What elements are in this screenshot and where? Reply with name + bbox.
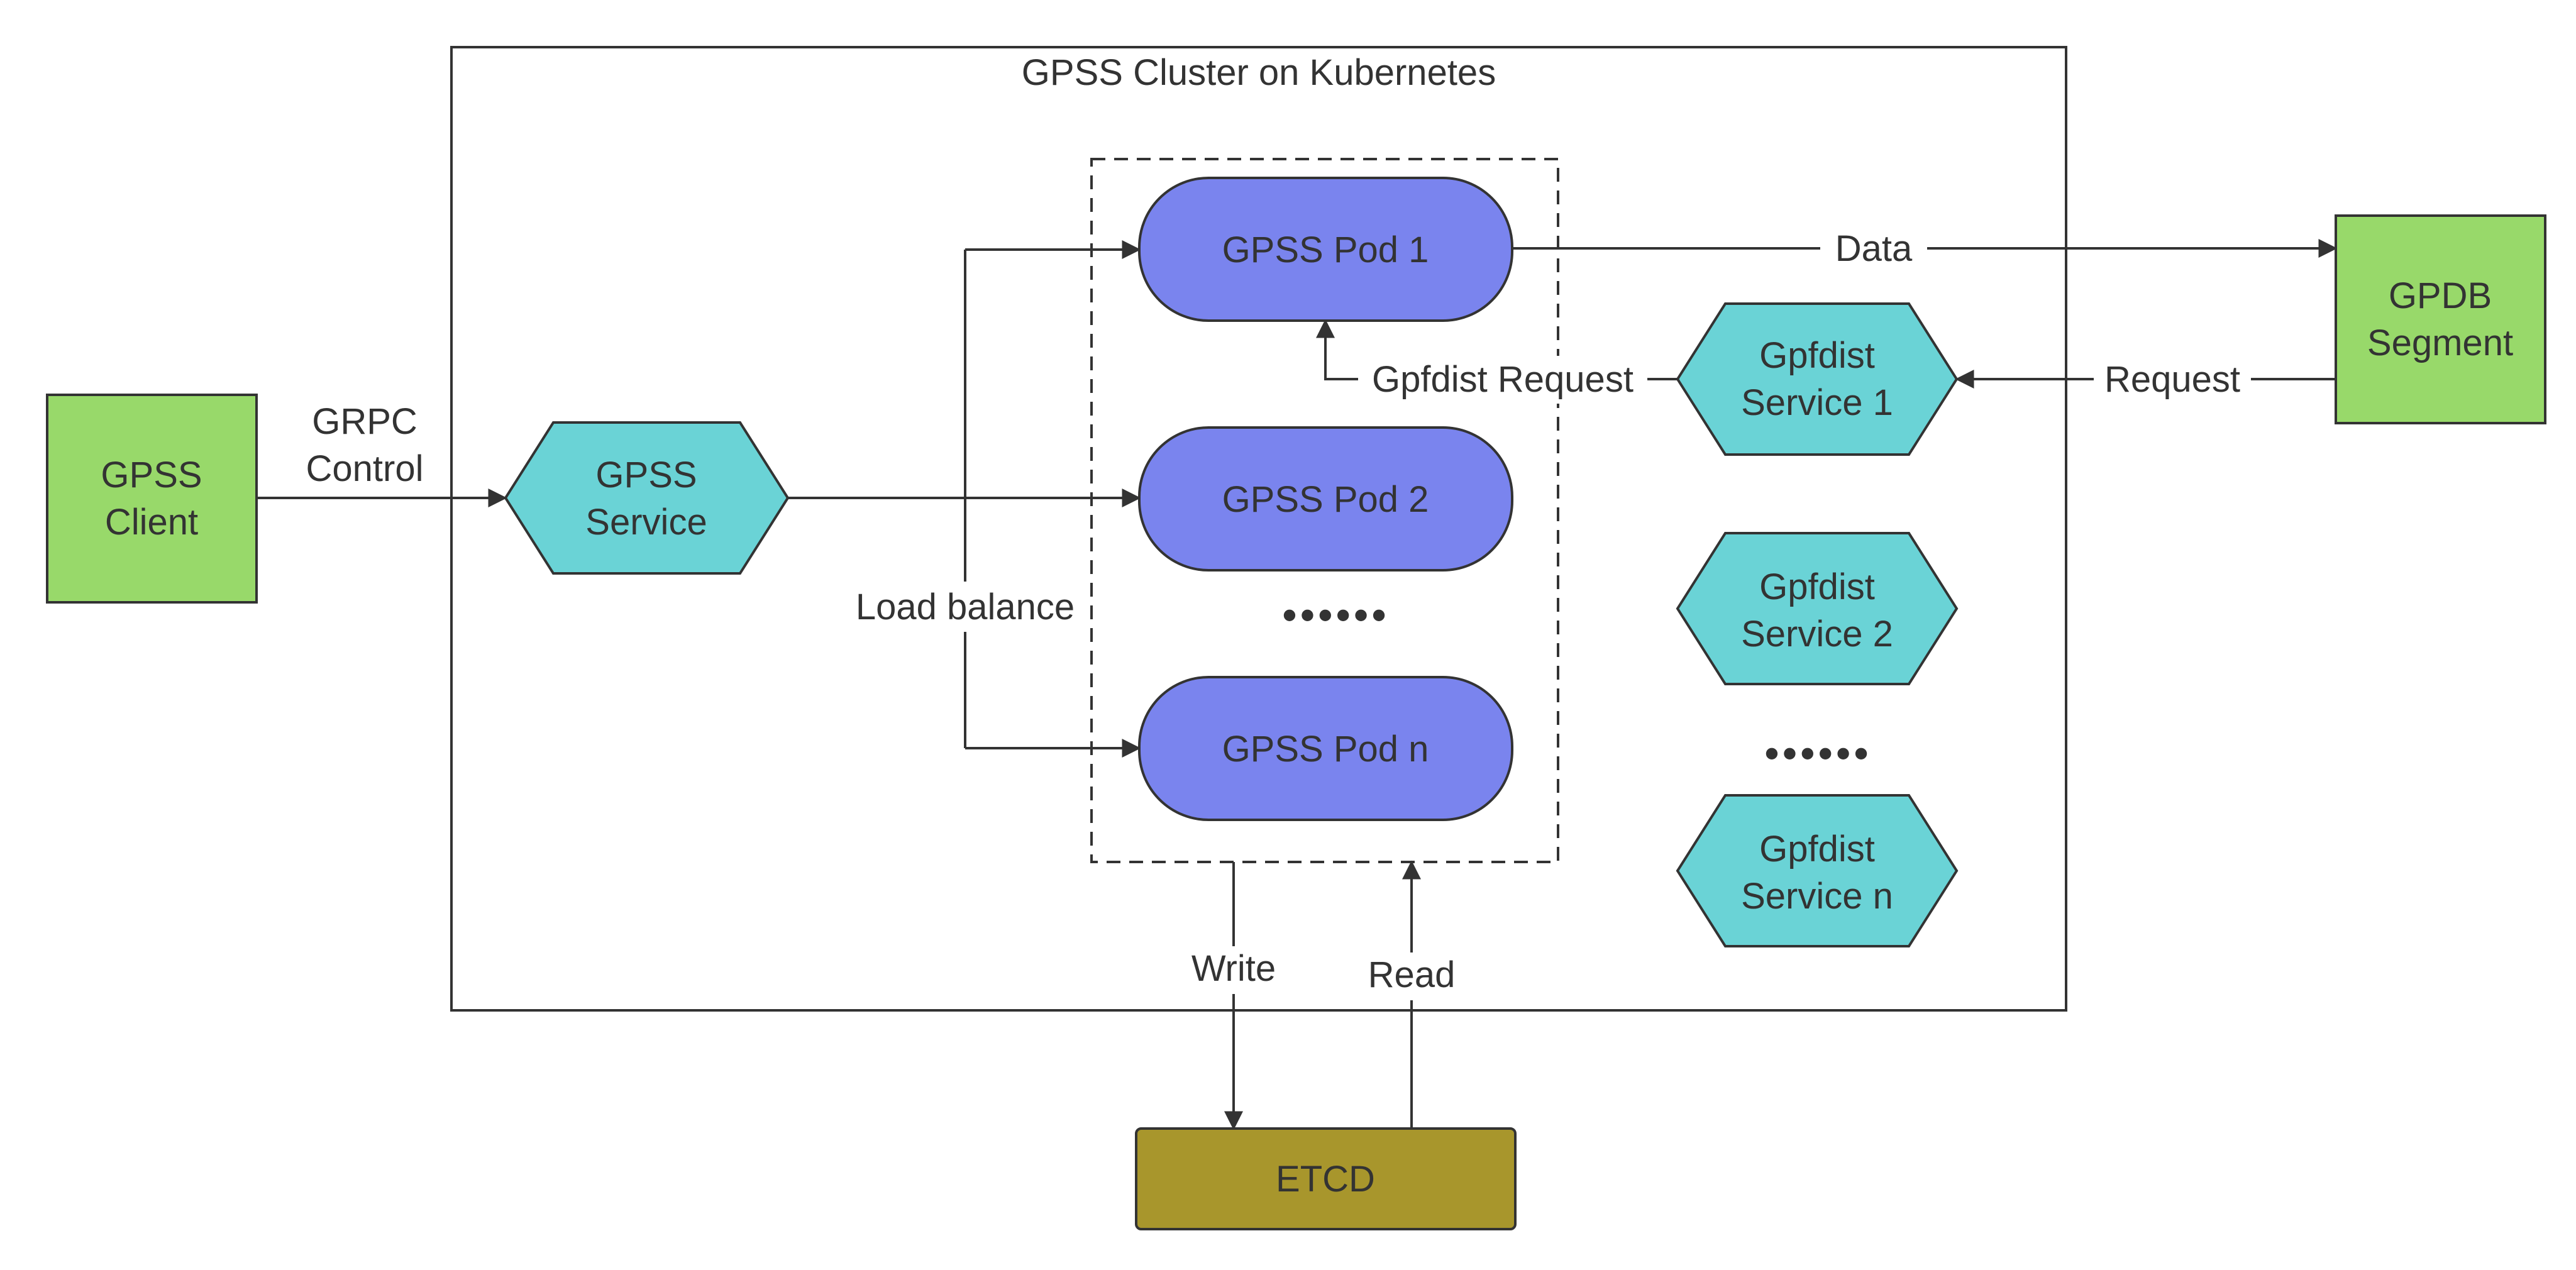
node-gpss-service: GPSS Service	[504, 421, 790, 575]
node-gpfdist-service-1: Gpfdist Service 1	[1676, 302, 1959, 456]
edge-label-bg-data	[1820, 225, 1927, 273]
node-gpfdist-service-2-line2: Service 2	[1741, 614, 1893, 654]
node-gpdb-segment: GPDB Segment	[2335, 214, 2546, 424]
node-gpss-client: GPSS Client	[46, 394, 258, 604]
node-gpdb-segment-line2: Segment	[2367, 323, 2513, 363]
node-gpfdist-service-1-line2: Service 1	[1741, 382, 1893, 423]
node-gpss-pod-n: GPSS Pod n	[1138, 676, 1513, 821]
edge-label-load-balance: Load balance	[856, 587, 1075, 627]
node-gpdb-segment-line1: GPDB	[2389, 275, 2492, 316]
node-gpfdist-service-2: Gpfdist Service 2	[1676, 532, 1959, 685]
node-gpfdist-service-n: Gpfdist Service n	[1676, 794, 1959, 947]
edge-label-bg-request	[2094, 356, 2251, 404]
cluster-title: GPSS Cluster on Kubernetes	[1022, 52, 1496, 93]
pods-ellipsis: ••••••	[1283, 592, 1390, 638]
pod-group-boundary	[1090, 158, 1559, 863]
cluster-boundary	[450, 46, 2067, 1012]
edge-label-bg-write	[1176, 946, 1291, 994]
node-etcd-label: ETCD	[1276, 1159, 1375, 1200]
node-gpss-pod-2-label: GPSS Pod 2	[1222, 479, 1429, 520]
node-gpss-client-line1: GPSS	[101, 455, 202, 495]
edge-label-bg-gpfdist-request	[1358, 356, 1647, 404]
node-gpss-pod-2: GPSS Pod 2	[1138, 426, 1513, 572]
edge-label-grpc-line1: GRPC	[312, 401, 417, 442]
node-gpfdist-service-n-line1: Gpfdist	[1759, 829, 1875, 870]
node-gpss-pod-1-label: GPSS Pod 1	[1222, 229, 1429, 270]
edge-label-data: Data	[1835, 228, 1913, 269]
node-gpss-client-line2: Client	[105, 502, 198, 543]
gpfdist-ellipsis: ••••••	[1765, 731, 1872, 776]
node-gpfdist-service-1-line1: Gpfdist	[1759, 335, 1875, 376]
edge-label-request: Request	[2104, 359, 2240, 400]
edge-label-bg-load-balance	[843, 582, 1088, 632]
node-gpss-service-line1: GPSS	[595, 455, 697, 495]
node-gpss-pod-n-label: GPSS Pod n	[1222, 729, 1429, 770]
node-gpss-service-line2: Service	[585, 502, 707, 543]
edge-label-write: Write	[1191, 948, 1276, 989]
node-gpfdist-service-2-line1: Gpfdist	[1759, 566, 1875, 607]
node-etcd: ETCD	[1135, 1127, 1517, 1230]
edge-label-grpc-line2: Control	[306, 448, 424, 489]
edge-label-bg-read	[1355, 952, 1468, 1000]
edge-label-read: Read	[1368, 954, 1456, 995]
node-gpss-pod-1: GPSS Pod 1	[1138, 177, 1513, 322]
edge-label-gpfdist-request: Gpfdist Request	[1372, 359, 1633, 400]
node-gpfdist-service-n-line2: Service n	[1741, 876, 1893, 917]
